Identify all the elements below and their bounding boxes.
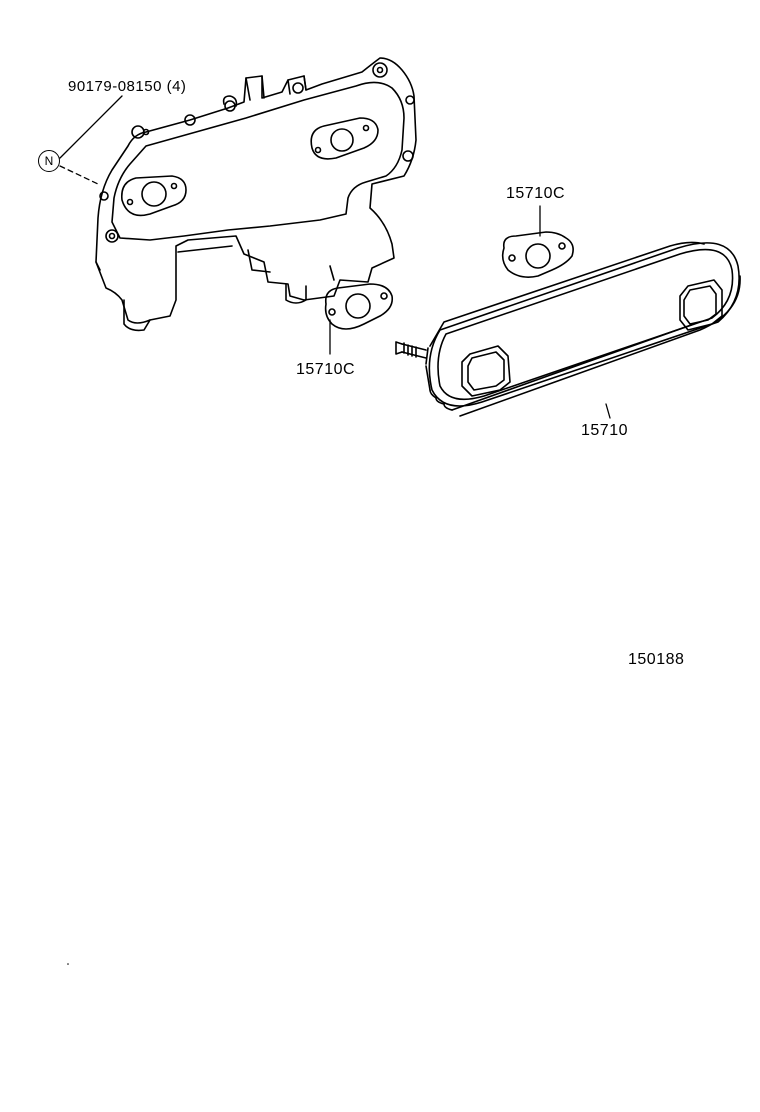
leader-lines bbox=[59, 95, 611, 419]
gasket-upper bbox=[501, 231, 574, 278]
oil-cooler-element bbox=[395, 241, 741, 417]
gasket-lower bbox=[324, 283, 394, 330]
figure-number: 150188 bbox=[628, 651, 685, 668]
oil-cooler-part-number: 15710 bbox=[581, 422, 628, 439]
engine-cover-housing bbox=[95, 57, 417, 332]
bolt-note-symbol: N bbox=[38, 150, 60, 172]
bolt-part-number: 90179-08150 (4) bbox=[68, 78, 187, 95]
gasket-lower-part-number: 15710C bbox=[296, 361, 356, 378]
gasket-upper-part-number: 15710C bbox=[506, 185, 566, 202]
